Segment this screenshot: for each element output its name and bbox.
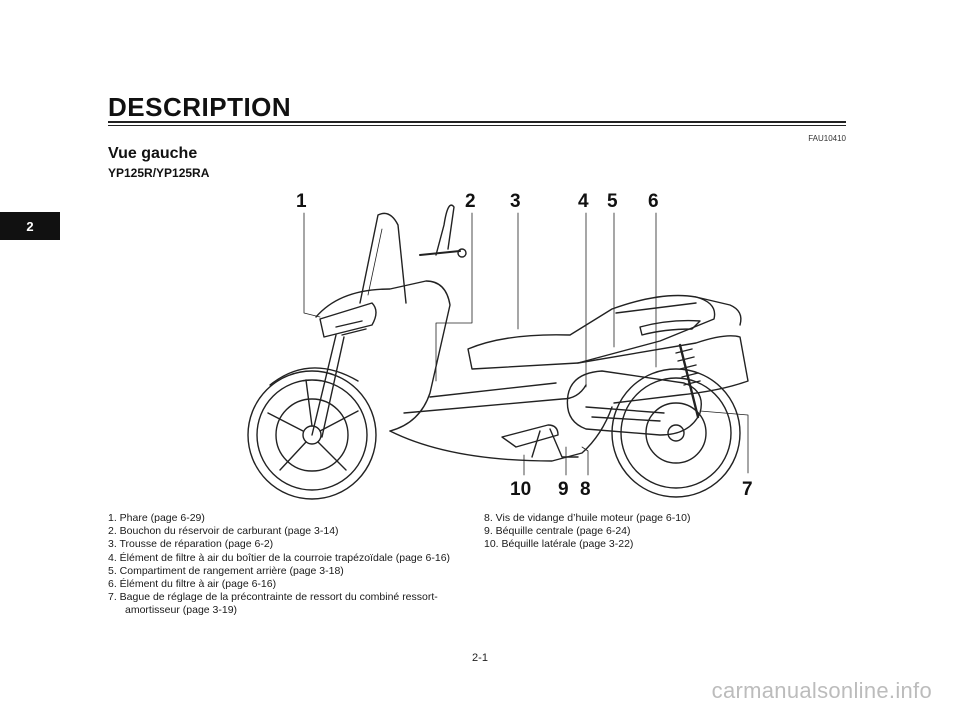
legend-item-9: 9. Béquille centrale (page 6-24) (484, 525, 631, 538)
legend-item-4: 4. Élément de filtre à air du boîtier de… (108, 551, 451, 564)
front-fork (311, 334, 345, 438)
scooter-drawing: 1 2 3 4 5 6 7 8 9 10 (247, 191, 753, 500)
parts-legend-right: 8. Vis de vidange d’huile moteur (page 6… (484, 512, 844, 552)
rear-shock (678, 343, 700, 419)
headlight (319, 302, 377, 338)
mirror (435, 204, 455, 256)
callout-9: 9 (558, 479, 569, 500)
legend-item-6: 6. Élément du filtre à air (page 6-16) (108, 578, 277, 591)
callout-8: 8 (580, 479, 591, 500)
handlebar (419, 250, 461, 256)
page-title: DESCRIPTION (108, 92, 292, 122)
front-wheel (247, 370, 377, 500)
legend-item-7-continued: amortisseur (page 3-19) (125, 604, 238, 617)
legend-item-10: 10. Béquille latérale (page 3-22) (484, 538, 634, 551)
callout-5: 5 (607, 191, 618, 212)
parts-legend-left: 1. Phare (page 6-29) 2. Bouchon du réser… (108, 512, 478, 618)
centre-stand (531, 428, 579, 458)
front-fender (269, 367, 359, 386)
reference-code: FAU10410 (808, 134, 846, 143)
seat (467, 294, 716, 370)
callout-6: 6 (648, 191, 659, 212)
legend-item-8: 8. Vis de vidange d’huile moteur (page 6… (484, 512, 691, 524)
legend-item-3: 3. Trousse de réparation (page 6-2) (108, 538, 274, 551)
chapter-tab: 2 (0, 212, 60, 240)
callout-1: 1 (296, 191, 307, 212)
section-subheading: Vue gauche (108, 145, 198, 162)
engine-case (566, 370, 702, 436)
callout-10: 10 (510, 479, 531, 500)
watermark: carmanualsonline.info (711, 678, 932, 703)
windshield (359, 212, 407, 304)
model-name: YP125R/YP125RA (108, 166, 210, 180)
scooter-illustration: 1 2 3 4 5 6 7 8 9 10 (240, 185, 780, 505)
legend-item-1: 1. Phare (page 6-29) (108, 512, 205, 524)
callout-4: 4 (578, 191, 589, 212)
legend-item-7: 7. Bague de réglage de la précontrainte … (108, 591, 438, 604)
callout-2: 2 (465, 191, 476, 212)
legend-item-2: 2. Bouchon du réservoir de carburant (pa… (108, 525, 339, 538)
callout-3: 3 (510, 191, 521, 212)
callout-7: 7 (742, 479, 753, 500)
rear-wheel (611, 368, 741, 498)
page-number: 2-1 (472, 652, 488, 664)
title-rule (108, 121, 846, 126)
legend-item-5: 5. Compartiment de rangement arrière (pa… (108, 564, 344, 577)
